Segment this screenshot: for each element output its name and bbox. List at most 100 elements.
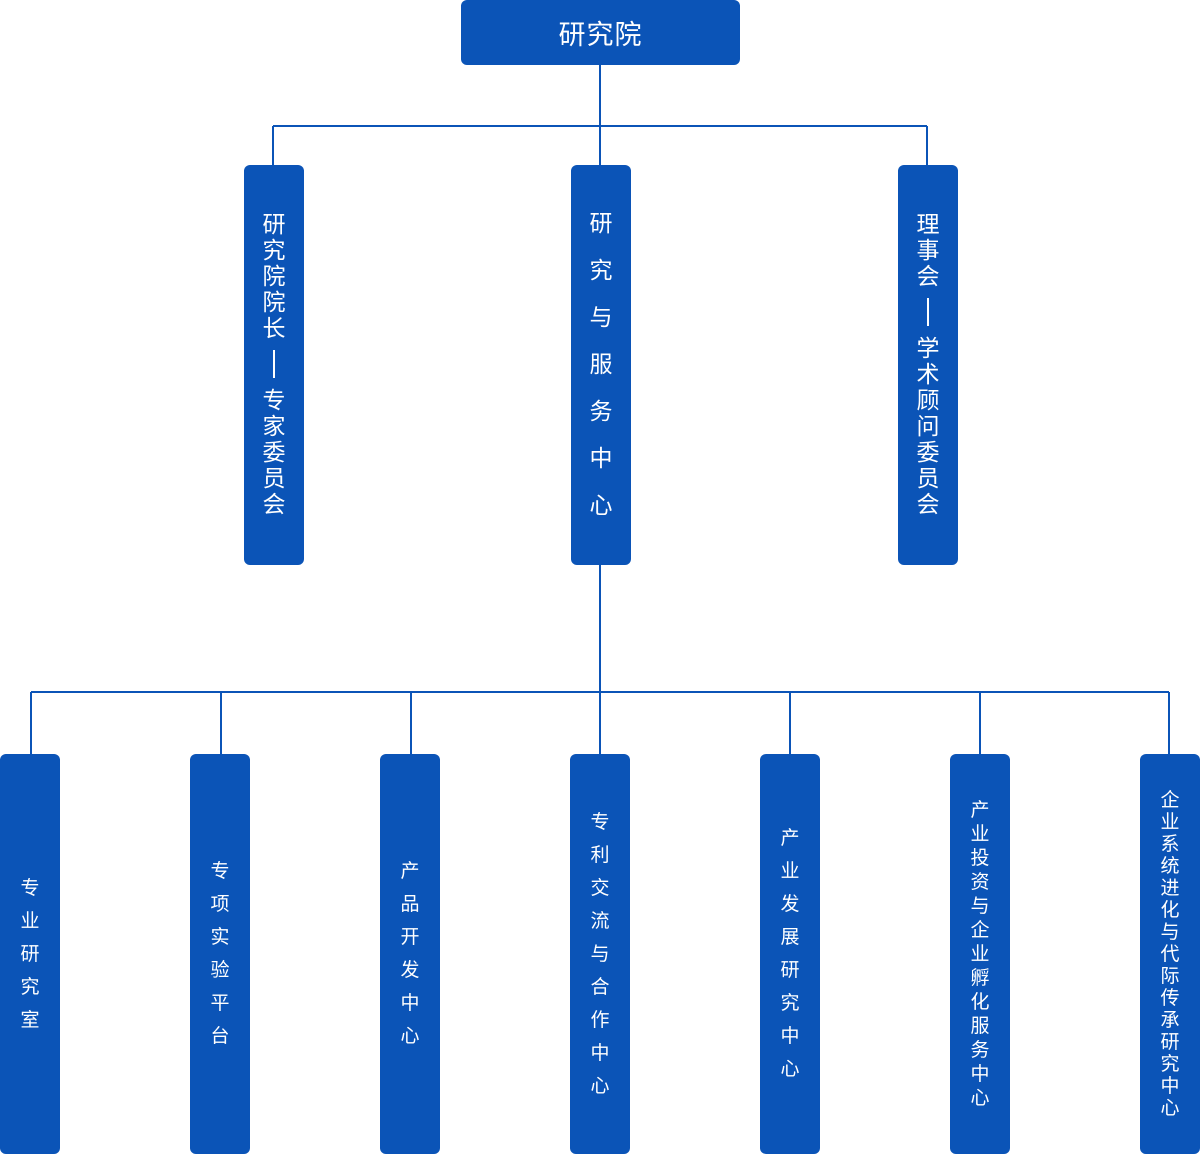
label-char: 研 — [1160, 1030, 1180, 1053]
label-char: 投 — [970, 846, 990, 869]
node-patent-exchange-center-label: 专利交流与合作中心 — [590, 806, 609, 1103]
label-char: 利 — [590, 843, 610, 866]
label-char: 业 — [970, 822, 990, 845]
label-char: 业 — [970, 942, 990, 965]
label-char: 际 — [1160, 964, 1180, 987]
label-char: 企 — [970, 918, 990, 941]
label-char: 务 — [589, 398, 613, 425]
label-char: 专 — [262, 387, 286, 414]
node-patent-exchange-center: 专利交流与合作中心 — [570, 754, 630, 1154]
label-char: 研 — [20, 942, 40, 965]
label-char: 中 — [780, 1025, 800, 1047]
node-president-experts: 研究院院长 专家委员会 — [244, 165, 304, 565]
node-project-experiment-platform-label: 专项实验平台 — [210, 855, 229, 1053]
label-char: 心 — [589, 492, 613, 519]
label-char: 究 — [1160, 1052, 1180, 1075]
label-char: 孵 — [970, 966, 990, 989]
node-product-development-center-label: 产品开发中心 — [400, 855, 419, 1053]
label-char: 究 — [589, 257, 613, 284]
node-product-development-center: 产品开发中心 — [380, 754, 440, 1154]
label-char: 代 — [1160, 942, 1180, 965]
node-professional-lab: 专业研究室 — [0, 754, 60, 1154]
label-char: 心 — [970, 1086, 990, 1109]
label-char: 专 — [210, 860, 230, 882]
node-industry-development-center: 产业发展研究中心 — [760, 754, 820, 1154]
label-char: 资 — [970, 870, 990, 893]
label-char: 心 — [780, 1058, 800, 1080]
label-char: 交 — [590, 876, 610, 899]
node-experts-lower-label: 专家委员会 — [263, 388, 286, 518]
label-char: 产 — [400, 860, 420, 882]
label-char: 发 — [780, 893, 800, 915]
label-char: 产 — [970, 798, 990, 821]
label-char: 会 — [262, 491, 286, 518]
label-char: 委 — [262, 439, 286, 466]
label-char: 问 — [916, 413, 940, 440]
label-char: 统 — [1160, 854, 1180, 877]
label-char: 发 — [400, 959, 420, 981]
label-char: 会 — [916, 263, 940, 290]
label-char: 平 — [210, 992, 230, 1014]
label-char: 开 — [400, 926, 420, 948]
label-char: 研 — [262, 211, 286, 238]
label-char: 化 — [970, 990, 990, 1013]
label-char: 研 — [780, 959, 800, 981]
label-char: 实 — [210, 926, 230, 948]
label-char: 究 — [262, 237, 286, 264]
label-char: 务 — [970, 1038, 990, 1061]
label-char: 品 — [400, 893, 420, 915]
label-char: 传 — [1160, 986, 1180, 1009]
separator-dash — [273, 350, 275, 378]
label-char: 中 — [1160, 1074, 1180, 1097]
node-research-service-center: 研究与服务中心 — [571, 165, 631, 565]
node-industry-development-center-label: 产业发展研究中心 — [780, 822, 799, 1086]
label-char: 员 — [262, 465, 286, 492]
label-char: 心 — [590, 1074, 610, 1097]
label-char: 中 — [970, 1062, 990, 1085]
label-char: 流 — [590, 909, 610, 932]
label-char: 院 — [262, 289, 286, 316]
label-char: 究 — [20, 975, 40, 998]
label-char: 中 — [589, 445, 613, 472]
label-char: 业 — [780, 860, 800, 882]
label-char: 业 — [20, 909, 40, 932]
label-char: 服 — [589, 351, 613, 378]
label-char: 长 — [262, 315, 286, 342]
label-char: 家 — [262, 413, 286, 440]
label-char: 顾 — [916, 387, 940, 414]
node-board-advisory: 理事会 学术顾问委员会 — [898, 165, 958, 565]
label-char: 与 — [970, 894, 990, 917]
root-label: 研究院 — [558, 20, 643, 51]
label-char: 理 — [916, 211, 940, 238]
node-enterprise-evolution-succession: 企业系统进化与代际传承研究中心 — [1140, 754, 1200, 1154]
label-char: 事 — [916, 237, 940, 264]
node-board-upper-label: 理事会 — [917, 212, 940, 290]
label-char: 展 — [780, 926, 800, 948]
label-char: 承 — [1160, 1008, 1180, 1031]
label-char: 与 — [1160, 920, 1180, 943]
label-char: 化 — [1160, 898, 1180, 921]
label-char: 心 — [1160, 1096, 1180, 1119]
label-char: 产 — [780, 827, 800, 849]
label-char: 系 — [1160, 832, 1180, 855]
label-char: 学 — [916, 335, 940, 362]
label-char: 员 — [916, 465, 940, 492]
node-industry-investment-incubation-label: 产业投资与企业孵化服务中心 — [970, 798, 989, 1110]
node-advisory-lower-label: 学术顾问委员会 — [917, 336, 940, 518]
label-char: 作 — [590, 1008, 610, 1031]
label-char: 验 — [210, 959, 230, 981]
label-char: 院 — [262, 263, 286, 290]
label-char: 中 — [400, 992, 420, 1014]
node-project-experiment-platform: 专项实验平台 — [190, 754, 250, 1154]
label-char: 进 — [1160, 876, 1180, 899]
separator-dash — [927, 298, 929, 326]
node-enterprise-evolution-succession-label: 企业系统进化与代际传承研究中心 — [1160, 789, 1179, 1119]
label-char: 业 — [1160, 810, 1180, 833]
label-char: 台 — [210, 1025, 230, 1047]
node-president-upper-label: 研究院院长 — [263, 212, 286, 342]
node-research-service-center-label: 研究与服务中心 — [590, 201, 613, 530]
label-char: 术 — [916, 361, 940, 388]
label-char: 与 — [589, 304, 613, 331]
